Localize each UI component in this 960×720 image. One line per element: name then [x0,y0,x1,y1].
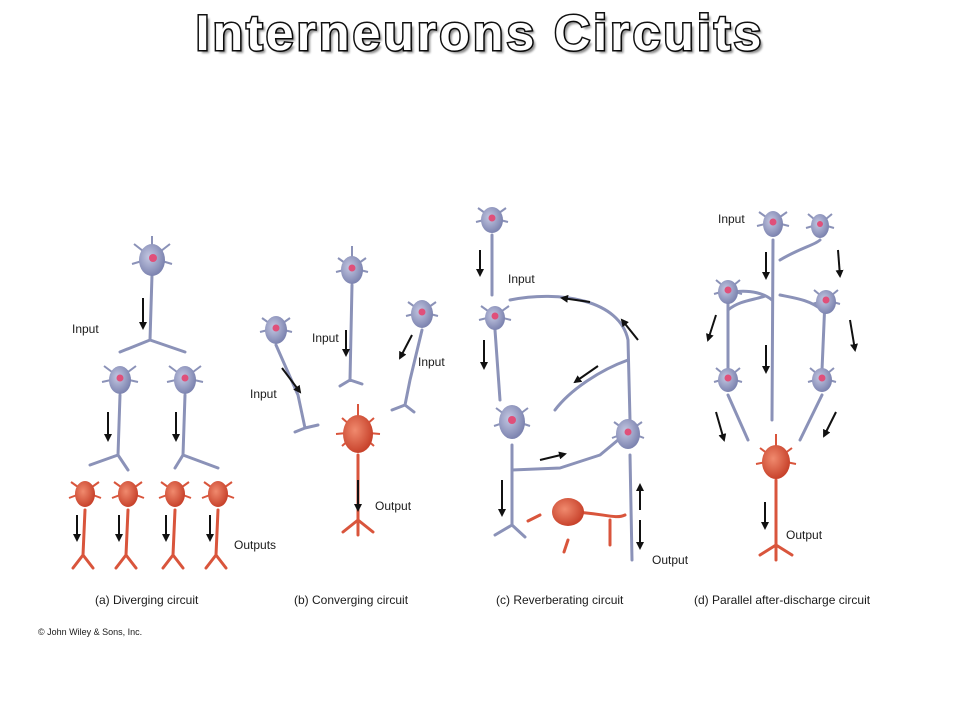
panel-converging: Input Input Input Output (b) Converging … [250,246,445,607]
input-label: Input [312,331,339,345]
output-neuron [343,415,373,453]
panel-parallel-after-discharge: Input Output (d) Parallel after-discharg… [694,211,871,607]
output-neuron [762,445,790,479]
slide-title: Interneurons Circuits [194,4,765,63]
output-neuron [208,481,228,507]
caption-diverging: (a) Diverging circuit [95,593,199,607]
input-label: Input [72,322,99,336]
input-label: Input [418,355,445,369]
output-neuron [552,498,584,526]
input-label: Input [718,212,745,226]
output-neuron [75,481,95,507]
caption-converging: (b) Converging circuit [294,593,409,607]
outputs-label: Outputs [234,538,276,552]
output-neuron [165,481,185,507]
output-neuron [118,481,138,507]
output-label: Output [652,553,689,567]
panel-diverging: Input Outputs (a) Diverging circuit [68,236,276,607]
panel-reverberating: Input Output (c) Reverberating circuit [475,207,689,607]
input-label: Input [508,272,535,286]
output-label: Output [375,499,412,513]
input-label: Input [250,387,277,401]
caption-parallel: (d) Parallel after-discharge circuit [694,593,871,607]
copyright-notice: © John Wiley & Sons, Inc. [38,627,142,637]
caption-reverberating: (c) Reverberating circuit [496,593,624,607]
output-label: Output [786,528,823,542]
